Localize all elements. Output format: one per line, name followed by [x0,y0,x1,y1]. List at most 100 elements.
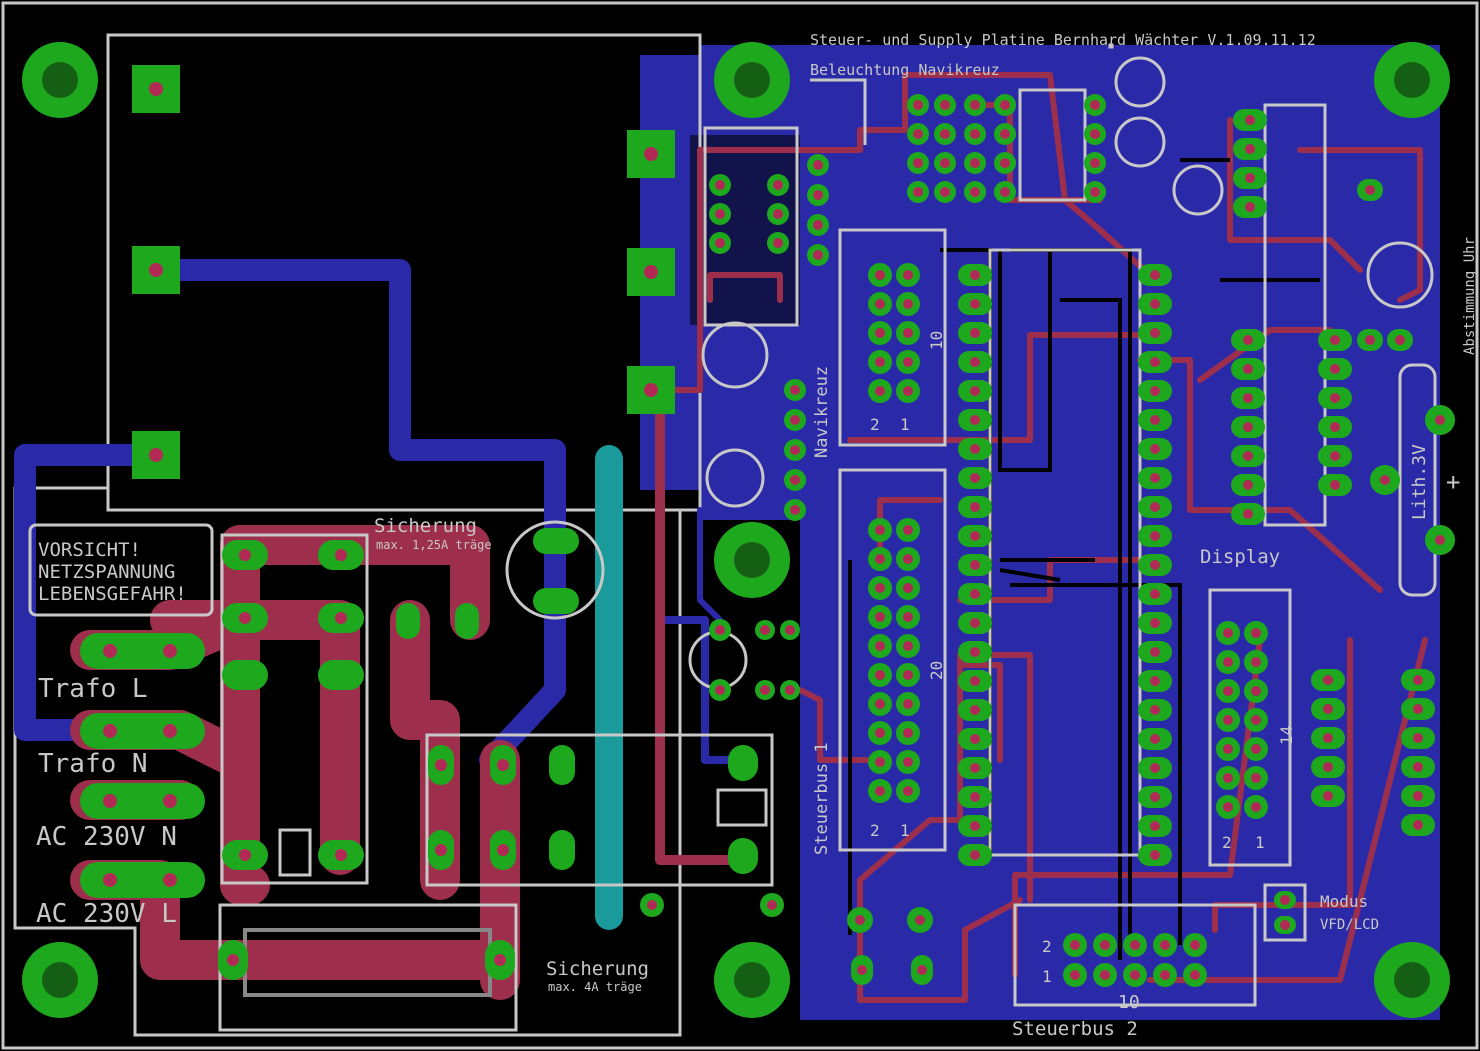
pad-hole [1245,173,1255,183]
navikreuz-label: Navikreuz [812,366,832,458]
logic-outlines [688,43,1437,1007]
pad-hole [715,685,725,695]
pad-hole [1395,335,1405,345]
pad-hole [773,238,783,248]
pin-label-14: 14 [1277,726,1296,745]
pad-hole [1150,415,1160,425]
pad-hole [857,965,867,975]
pad-hole [940,187,950,197]
pin-label-1c: 1 [1255,833,1265,852]
pad-hole [1323,762,1333,772]
pad-hole [875,299,885,309]
pad-hole [773,180,783,190]
pad-hole [903,670,913,680]
pad-hole [790,475,800,485]
pad-hole [773,209,783,219]
relay1-coil [278,828,312,877]
pad-hole [915,915,925,925]
pad-hole [1365,185,1375,195]
pad-hole [1280,920,1290,930]
pad-hole [1243,393,1253,403]
pad-hole [1413,704,1423,714]
pad-hole [1000,187,1010,197]
pin-label-2a: 2 [870,415,880,434]
fuse2-title: Sicherung [546,958,649,980]
pin-label-2d: 2 [1042,937,1052,956]
pad-hole [1413,791,1423,801]
pad-hole [1000,100,1010,110]
pad-hole [1223,715,1233,725]
pad-hole [1323,733,1333,743]
pad-hole [940,129,950,139]
pad-hole [970,647,980,657]
board-title: Steuer- und Supply Platine Bernhard Wäch… [810,31,1316,49]
pad-hole [1243,364,1253,374]
pad-hole [1150,618,1160,628]
pin-label-2b: 2 [870,821,880,840]
steuerbus2-label: Steuerbus 2 [1012,1018,1138,1040]
pad-hole [903,270,913,280]
pad-hole [1150,357,1160,367]
pad-hole [970,618,980,628]
pad-hole [1330,422,1340,432]
pad-hole [875,270,885,280]
pad-hole [903,641,913,651]
pad-hole [970,299,980,309]
pad-hole [903,612,913,622]
pad-hole [1251,628,1261,638]
fuse1-title: Sicherung [374,515,477,537]
warning-line2: NETZSPANNUNG [38,561,175,583]
ac-n-label: AC 230V N [36,822,177,852]
pad-hole [875,386,885,396]
pad-hole [1150,473,1160,483]
pad-hole [875,757,885,767]
pad-hole [903,786,913,796]
pad-hole [970,357,980,367]
pad-hole [767,900,777,910]
pad-hole [875,583,885,593]
pad-hole [1150,328,1160,338]
pad-hole [1150,502,1160,512]
pad-hole [970,560,980,570]
pin-label-10b: 10 [1118,992,1140,1013]
fuse2-sub: max. 4A träge [548,980,642,994]
bottom-traces-mains [14,259,749,771]
pad-hole [1130,970,1140,980]
pad-hole [1090,129,1100,139]
pad-hole [1150,444,1160,454]
pad-hole [970,531,980,541]
pad-hole [875,554,885,564]
pad-hole [970,763,980,773]
pad-hole [970,270,980,280]
pad-hole [1243,422,1253,432]
pad-hole [970,328,980,338]
display-label: Display [1200,546,1280,568]
pad-hole [875,525,885,535]
pad-hole [1090,100,1100,110]
pad-hole [1223,686,1233,696]
pad-hole [1150,734,1160,744]
pin-label-20: 20 [927,661,946,680]
pad-hole [1130,940,1140,950]
pad-hole [903,299,913,309]
pad-hole [875,357,885,367]
pad-hole [875,699,885,709]
pad-hole [913,158,923,168]
pad-hole [903,357,913,367]
pad-hole [790,385,800,395]
warning-line3: LEBENSGEFAHR! [38,583,187,605]
pad-hole [1150,792,1160,802]
pad-hole [790,505,800,515]
pad-hole [913,187,923,197]
pad-hole [1150,763,1160,773]
modus-label: Modus [1320,892,1368,911]
pad-hole [1150,647,1160,657]
pad-hole [1330,335,1340,345]
pad-hole [1100,970,1110,980]
pad-hole [1330,480,1340,490]
pad-hole [1150,676,1160,686]
relay1-outline [220,533,369,885]
pad-hole [1380,475,1390,485]
pad-hole [1150,531,1160,541]
pad-hole [1251,686,1261,696]
